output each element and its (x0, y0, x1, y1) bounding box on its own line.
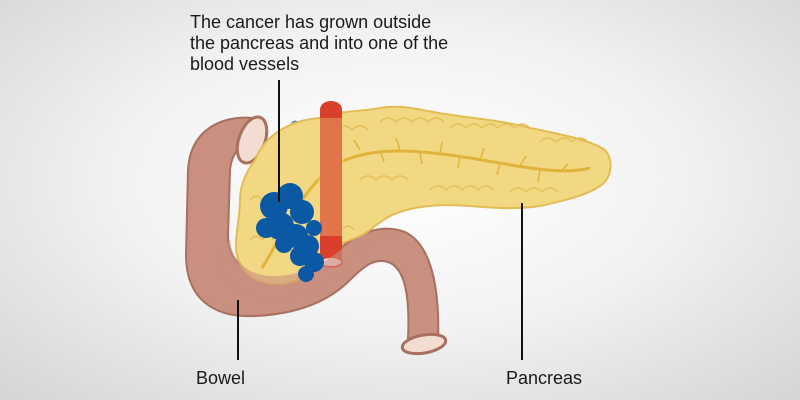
callout-label: The cancer has grown outside the pancrea… (190, 12, 449, 74)
leader-lines (237, 80, 523, 360)
bowel-bottom-opening (400, 332, 448, 356)
artery (320, 101, 342, 262)
bowel-label: Bowel (196, 368, 246, 388)
pancreatic-duct-branches (353, 137, 569, 183)
vessel-overlay (318, 118, 344, 236)
tumour (256, 183, 324, 282)
bowel-lower-loop (218, 231, 405, 298)
pancreas-label: Pancreas (506, 368, 583, 388)
